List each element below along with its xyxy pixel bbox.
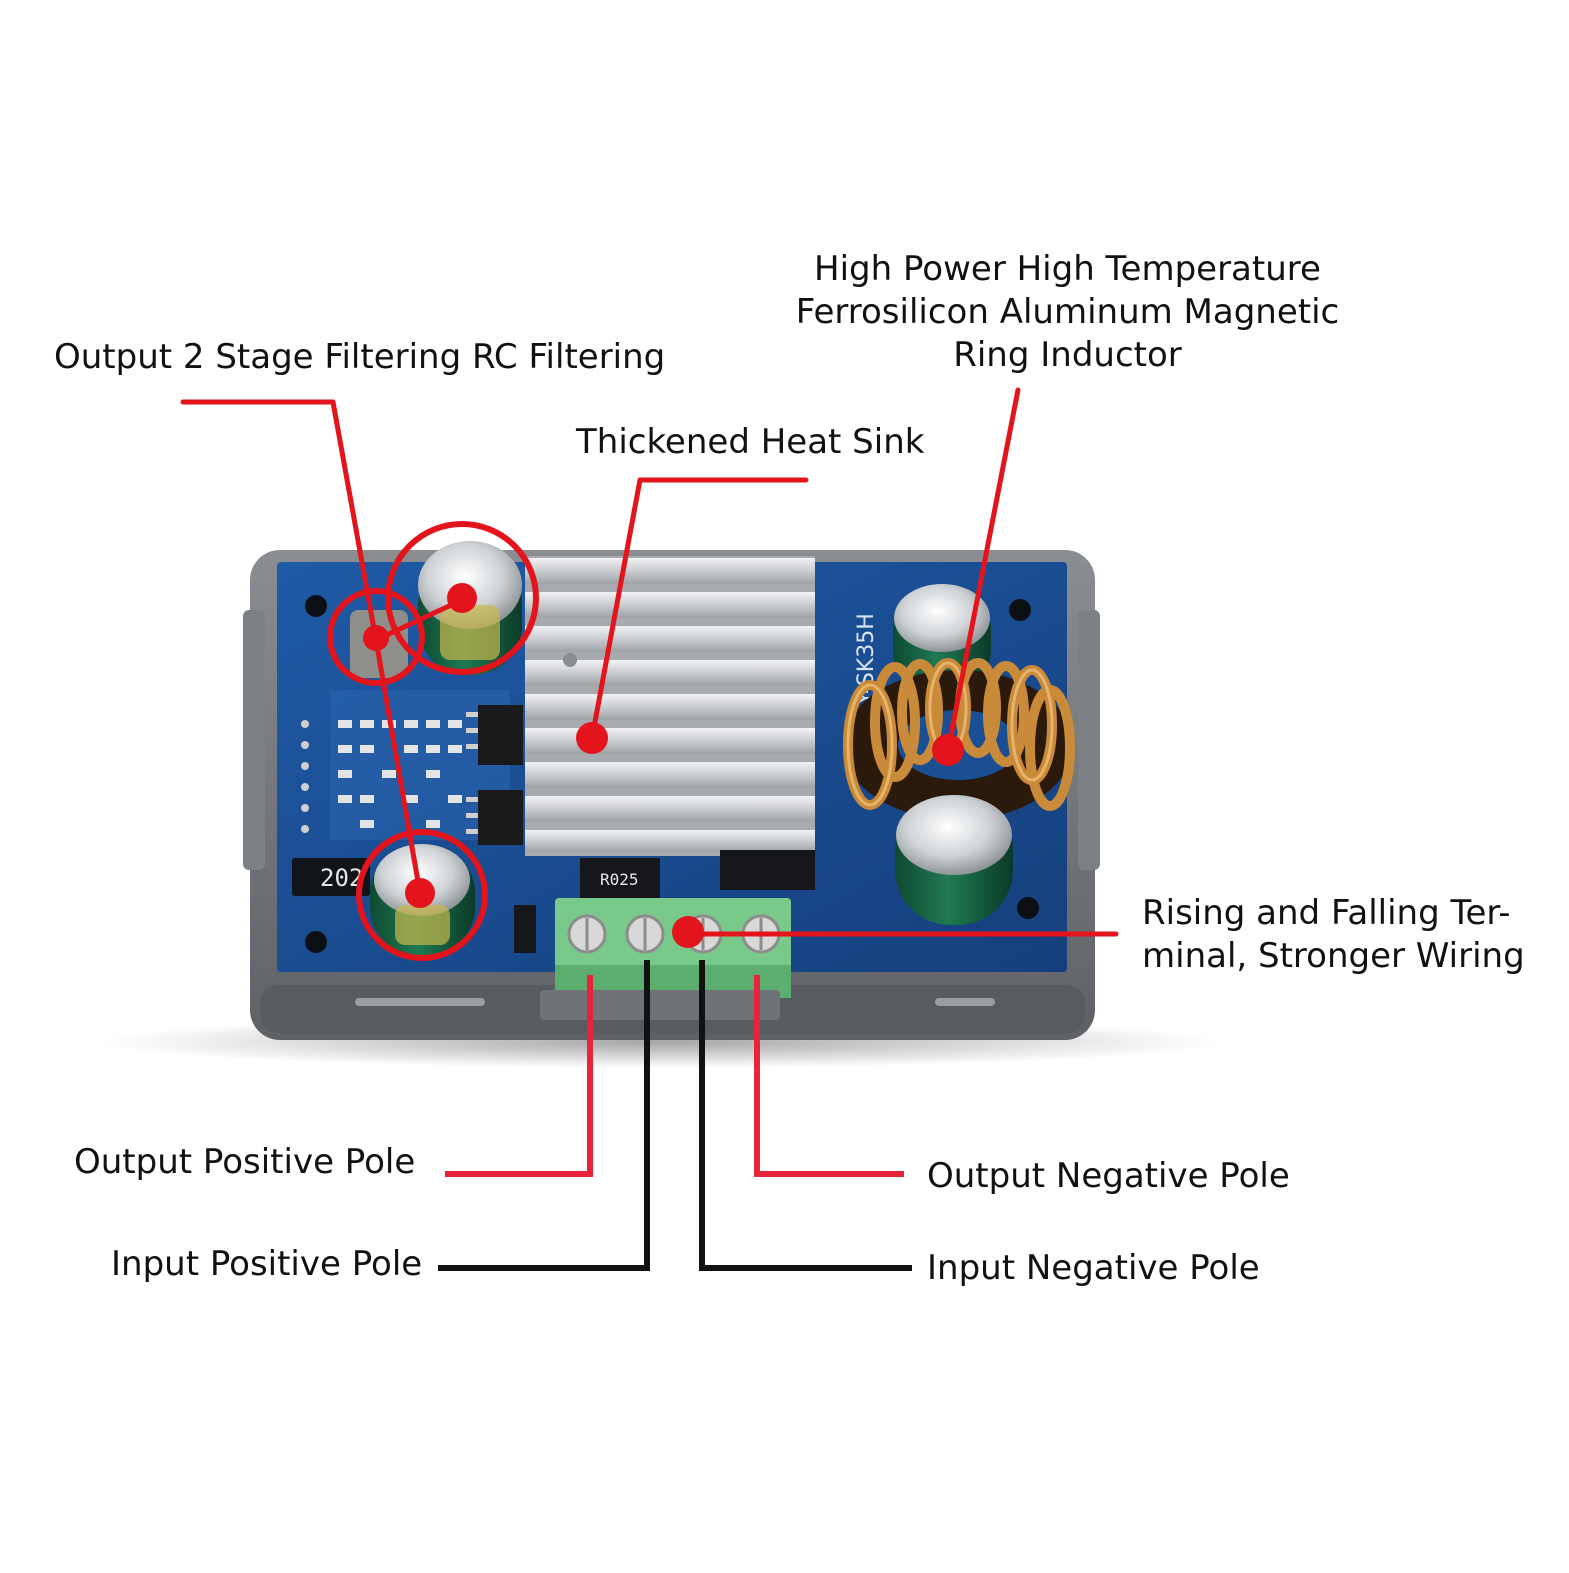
filtering-dot-small (363, 625, 389, 651)
input-negative-label: Input Negative Pole (927, 1248, 1260, 1288)
terminal-label-line: Rising and Falling Ter- (1142, 893, 1511, 933)
enclosure-right-tab (1078, 610, 1100, 870)
input-negative-wire (699, 960, 912, 1271)
wire-lines (438, 960, 912, 1271)
header-pins (301, 720, 309, 833)
inductor-dot (932, 734, 964, 766)
mounting-hole (1017, 897, 1039, 919)
mounting-hole (1009, 599, 1031, 621)
sense-resistor-text: R025 (600, 870, 639, 889)
output-positive-wire (445, 975, 593, 1177)
capacitor-top-left (418, 541, 522, 675)
terminal-label-line: minal, Stronger Wiring (1142, 936, 1525, 976)
diode (720, 850, 815, 890)
input-positive-label: Input Positive Pole (111, 1244, 423, 1284)
mounting-hole (305, 595, 327, 617)
inductor-label: High Power High Temperature Ferrosilicon… (760, 248, 1375, 377)
filtering-dot-bottom (405, 878, 435, 908)
heat-sink (525, 556, 815, 856)
output-negative-label: Output Negative Pole (927, 1156, 1290, 1196)
enclosure-slot-right (935, 998, 995, 1006)
inductor-label-line: High Power High Temperature (814, 249, 1321, 289)
enclosure-slot-left (355, 998, 485, 1006)
terminal-label: Rising and Falling Ter- minal, Stronger … (1142, 892, 1525, 978)
output-positive-label: Output Positive Pole (74, 1142, 416, 1182)
heat-sink-dot (576, 722, 608, 754)
smd-components (330, 690, 523, 845)
filtering-ring-bottom (356, 829, 488, 961)
sense-resistor (580, 858, 660, 898)
enclosure-left-tab (243, 610, 265, 870)
filtering-leader-line (180, 399, 423, 896)
inductor-label-line: Ferrosilicon Aluminum Magnetic (795, 292, 1340, 332)
heat-sink-label: Thickened Heat Sink (576, 422, 925, 462)
mounting-hole (305, 931, 327, 953)
inductor-leader-line (945, 387, 1021, 753)
callouts (180, 387, 1119, 961)
heat-sink-leader-line (589, 477, 809, 741)
filtering-dot-top (447, 583, 477, 613)
diode-small (514, 905, 536, 953)
resistor-text: 202 (320, 864, 363, 892)
terminal-dot (672, 916, 704, 948)
filtering-label: Output 2 Stage Filtering RC Filtering (54, 337, 666, 377)
filtering-ring-top (385, 521, 539, 675)
inductor-label-line: Ring Inductor (953, 335, 1182, 375)
input-positive-wire (438, 960, 650, 1271)
filtering-ring-small (327, 588, 425, 686)
terminal-block (540, 898, 791, 1020)
output-negative-wire (754, 975, 904, 1177)
callout-dots (363, 583, 964, 948)
capacitor-bottom-right (895, 795, 1013, 925)
resistor-block (292, 858, 370, 896)
